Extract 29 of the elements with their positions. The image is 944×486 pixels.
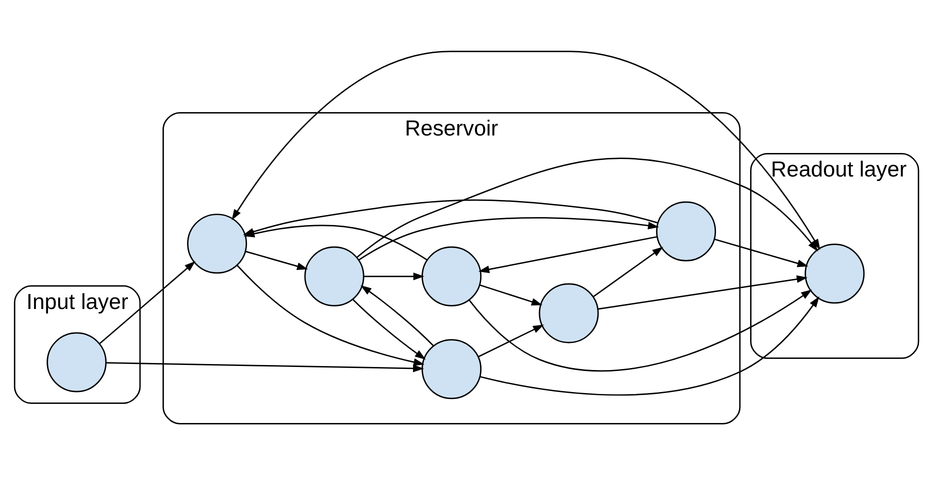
arrow — [468, 290, 812, 372]
arrow — [99, 261, 196, 344]
node-circle — [304, 246, 364, 306]
arrow — [352, 299, 426, 360]
arrow — [598, 275, 808, 310]
cluster: Readout layer — [750, 153, 920, 359]
node-circle — [422, 246, 482, 306]
arrow — [714, 238, 808, 268]
arrow — [356, 158, 818, 258]
node-circle — [187, 214, 248, 274]
cluster: Input layer — [14, 285, 141, 404]
arrow — [478, 324, 544, 358]
arrow — [358, 217, 659, 260]
node-circle — [656, 201, 716, 262]
arrow — [592, 246, 664, 298]
arrow — [236, 264, 425, 366]
node-circle — [804, 244, 865, 304]
arrow — [243, 199, 658, 236]
arrow — [245, 250, 308, 270]
arrow — [106, 362, 424, 372]
node-circle — [538, 283, 599, 344]
arrow — [478, 236, 658, 274]
arrow — [480, 284, 542, 306]
arrow — [360, 285, 434, 346]
node-circle — [46, 332, 107, 392]
node-circle — [422, 339, 482, 400]
cluster: Reservoir — [162, 112, 741, 424]
arrow — [364, 272, 424, 280]
arrow — [480, 296, 820, 396]
